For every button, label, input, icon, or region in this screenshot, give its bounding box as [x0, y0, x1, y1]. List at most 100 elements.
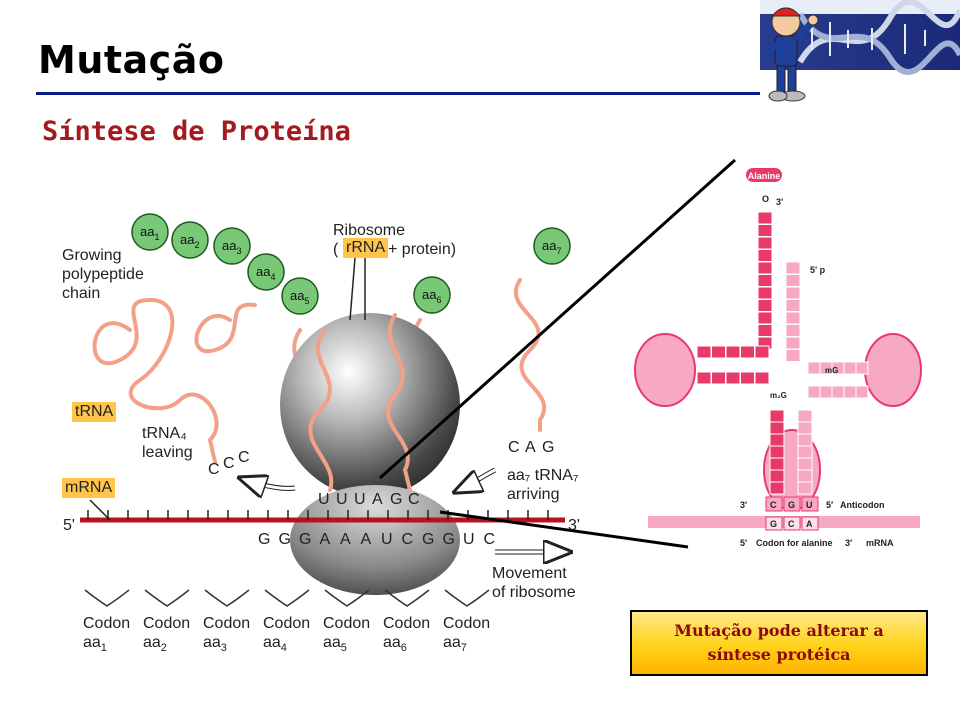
trna-arriving-label-1: aa₇ tRNA₇	[507, 467, 578, 484]
svg-text:5′: 5′	[826, 500, 833, 510]
anticodon-letter: U	[806, 500, 813, 510]
ribosome-label: Ribosome	[333, 222, 405, 239]
codon-label: Codon	[323, 615, 370, 632]
codon-aa-label: aa2	[143, 634, 167, 654]
codon-box	[801, 516, 819, 531]
codon-aa-label: aa7	[443, 634, 467, 654]
svg-text:3′: 3′	[845, 538, 852, 548]
codon-bracket	[84, 589, 130, 607]
codon-letter: C	[788, 519, 795, 529]
slide-title: Mutação	[38, 38, 225, 82]
anticodon-box	[801, 496, 819, 512]
codon-bracket	[384, 589, 430, 607]
codon-letter: A	[806, 519, 813, 529]
codon-letter: G	[770, 519, 777, 529]
mutation-callout: Mutação pode alterar a síntese protéica	[630, 610, 928, 676]
anticodon-base: U	[318, 491, 331, 508]
anticodon-base: C	[408, 491, 421, 508]
mrna-base: G	[258, 531, 271, 548]
anticodon-base: U	[354, 491, 367, 508]
callout-line-top	[378, 158, 737, 480]
svg-text:Alanine: Alanine	[748, 171, 781, 181]
codon-aa-label: aa3	[203, 634, 227, 654]
codon-label: Codon	[143, 615, 190, 632]
codon-aa-label: aa5	[323, 634, 347, 654]
amino-acid-bead: aa1	[131, 213, 169, 251]
svg-text:Codon for alanine: Codon for alanine	[756, 538, 833, 548]
amino-acid-bead: aa3	[213, 227, 251, 265]
codon-bracket	[444, 589, 490, 607]
anticodon-box	[783, 496, 801, 512]
codon-bracket	[204, 589, 250, 607]
scientist-mascot-icon	[762, 7, 819, 102]
mrna-base: G	[422, 531, 435, 548]
mrna-3prime: 3'	[568, 517, 580, 534]
arriving-anticodon-base: A	[525, 439, 537, 456]
anticodon-base: U	[336, 491, 349, 508]
mrna-base: A	[320, 531, 332, 548]
codon-label: Codon	[203, 615, 250, 632]
codon-bracket	[264, 589, 310, 607]
anticodon-box	[765, 496, 783, 512]
ribosome-label-rest: + protein)	[388, 241, 456, 258]
svg-text:5' p: 5' p	[810, 265, 826, 275]
svg-text:O: O	[762, 194, 769, 204]
anticodon-base: G	[390, 491, 403, 508]
mrna-base: G	[443, 531, 456, 548]
mutation-callout-text: Mutação pode alterar a síntese protéica	[674, 621, 884, 664]
codon-label: Codon	[383, 615, 430, 632]
svg-text:mG: mG	[825, 366, 838, 375]
rrna-tag: rRNA	[343, 238, 389, 258]
anticodon-letter: C	[770, 500, 777, 510]
trna-arriving-label-2: arriving	[507, 486, 559, 503]
amino-acid-bead: aa7	[533, 227, 571, 265]
mrna-base: G	[279, 531, 292, 548]
title-divider	[36, 92, 760, 95]
leaving-anticodon-base: C	[238, 449, 251, 466]
amino-acid-bead: aa6	[413, 276, 451, 314]
ribosome-small-subunit	[290, 485, 460, 595]
codon-aa-label: aa4	[263, 634, 287, 654]
movement-label-2: of ribosome	[492, 584, 576, 601]
anticodon-letter: G	[788, 500, 795, 510]
amino-acid-bead: aa5	[281, 277, 319, 315]
arriving-anticodon-base: C	[508, 439, 521, 456]
svg-text:3': 3'	[740, 500, 747, 510]
mrna-base: G	[299, 531, 312, 548]
growing-chain-label-1: Growing	[62, 247, 122, 264]
codon-label: Codon	[263, 615, 310, 632]
mrna-5prime: 5'	[63, 517, 75, 534]
mrna-tag: mRNA	[62, 478, 116, 498]
amino-acid-bead: aa4	[247, 253, 285, 291]
trna-leaving-label-2: leaving	[142, 444, 193, 461]
codon-aa-label: aa6	[383, 634, 407, 654]
amino-acid-bead: aa2	[171, 221, 209, 259]
svg-text:m₂G: m₂G	[770, 391, 787, 400]
codon-box	[783, 516, 801, 531]
codon-bracket	[324, 589, 370, 607]
mrna-base: C	[402, 531, 415, 548]
svg-text:5': 5'	[740, 538, 747, 548]
svg-text:mRNA: mRNA	[866, 538, 894, 548]
mrna-base: C	[484, 531, 497, 548]
arriving-anticodon-base: G	[542, 439, 555, 456]
growing-chain-label-3: chain	[62, 285, 100, 302]
mrna-base: A	[361, 531, 373, 548]
codon-label: Codon	[83, 615, 130, 632]
codon-aa-label: aa1	[83, 634, 107, 654]
mrna-base: U	[463, 531, 476, 548]
slide-subtitle: Síntese de Proteína	[42, 116, 351, 147]
anticodon-base: A	[372, 491, 384, 508]
svg-text:3': 3'	[776, 197, 783, 207]
movement-label-1: Movement	[492, 565, 567, 582]
mrna-base: U	[381, 531, 394, 548]
callout-line-bottom	[439, 510, 689, 549]
codon-box	[765, 516, 783, 531]
trna-leaving-label-1: tRNA₄	[142, 425, 187, 442]
svg-text:Anticodon: Anticodon	[840, 500, 885, 510]
leaving-anticodon-base: C	[208, 461, 221, 478]
